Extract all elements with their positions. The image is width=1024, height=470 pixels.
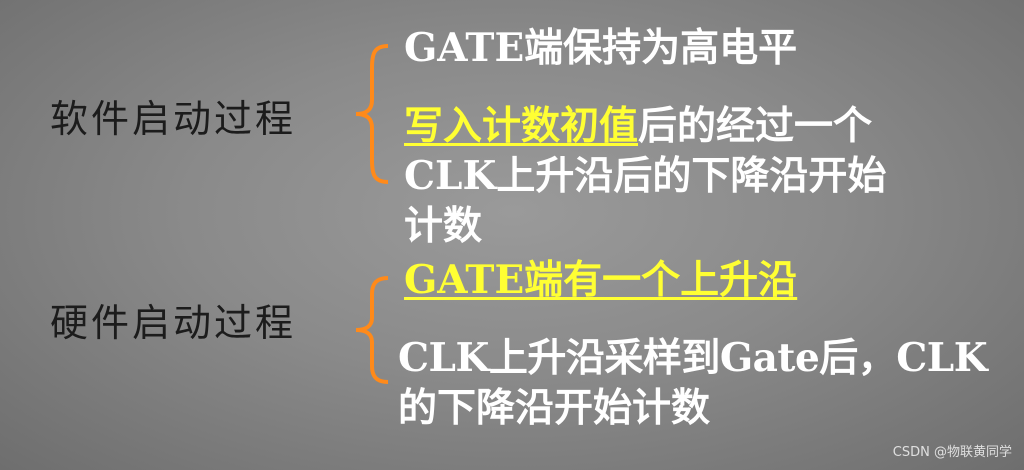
software-highlight: 写入计数初值 [404, 103, 639, 149]
software-line-3: CLK上升沿后的下降沿开始 [404, 153, 887, 199]
watermark: CSDN @物联黄同学 [892, 445, 1012, 460]
hardware-line-1: GATE端有一个上升沿 [404, 258, 797, 302]
software-line-1: GATE端保持为高电平 [404, 25, 798, 71]
software-line-4: 计数 [404, 203, 483, 249]
software-line-2-rest: 后的经过一个 [638, 103, 873, 149]
hardware-line-2: CLK上升沿采样到Gate后，CLK [398, 335, 988, 381]
software-start-label: 软件启动过程 [50, 97, 297, 141]
hardware-start-label: 硬件启动过程 [50, 301, 297, 345]
hardware-line-3: 的下降沿开始计数 [398, 385, 711, 431]
hardware-highlight: GATE端有一个上升沿 [404, 257, 798, 303]
software-line-2: 写入计数初值后的经过一个 [404, 104, 872, 148]
hardware-brace-icon [355, 276, 389, 384]
software-brace-icon [355, 44, 389, 184]
